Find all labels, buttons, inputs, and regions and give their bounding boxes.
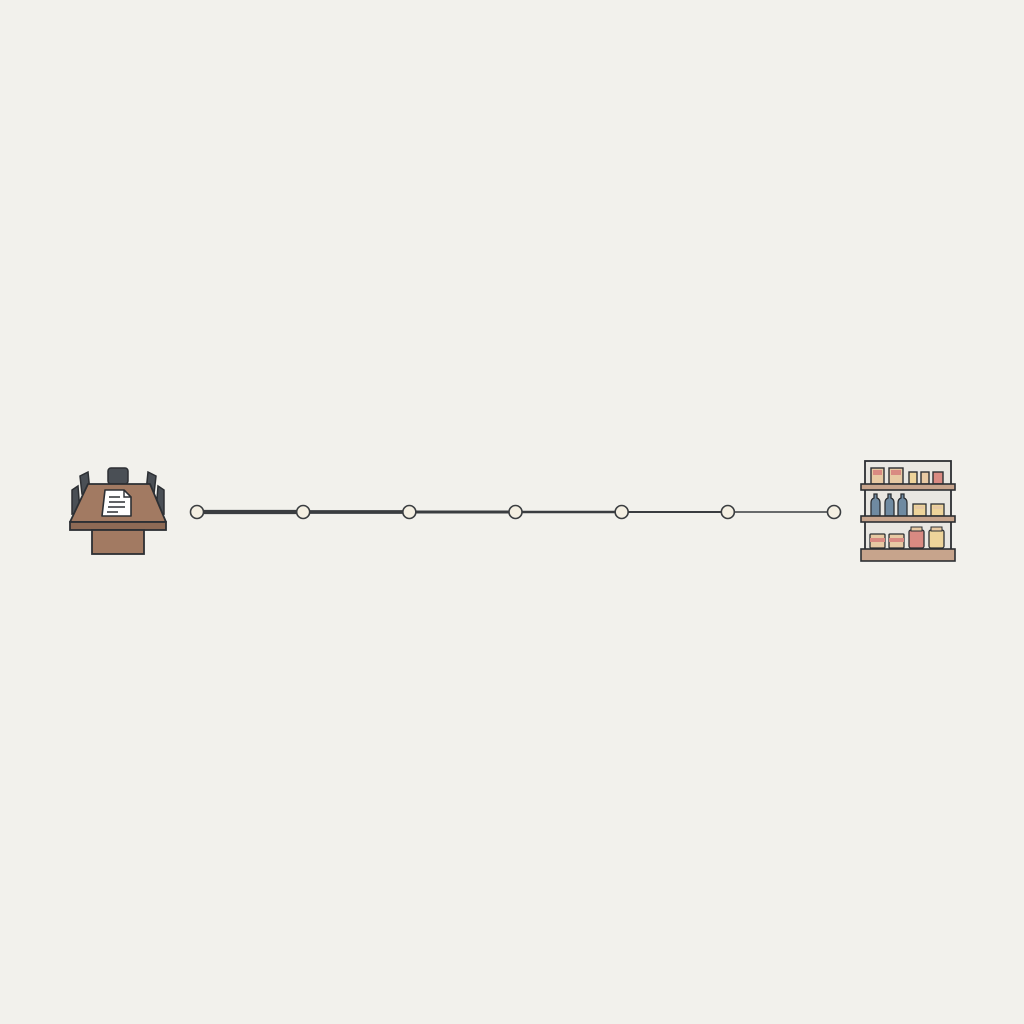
table-edge-icon <box>69 521 167 531</box>
timeline-node <box>295 504 311 520</box>
chair-back-icon <box>107 467 129 485</box>
timeline-node <box>720 504 736 520</box>
timeline-node <box>826 504 842 520</box>
shelf-board-icon <box>860 483 956 491</box>
table-base-icon <box>91 529 145 555</box>
timeline-node <box>402 504 417 520</box>
shelf-base-icon <box>860 548 956 562</box>
shelf-board-icon <box>860 515 956 523</box>
timeline-node <box>508 504 523 520</box>
timeline-node <box>189 504 205 520</box>
store-shelf-icon <box>856 456 960 568</box>
timeline-node <box>614 504 629 520</box>
meeting-table-icon <box>64 464 172 560</box>
document-icon <box>101 489 132 517</box>
